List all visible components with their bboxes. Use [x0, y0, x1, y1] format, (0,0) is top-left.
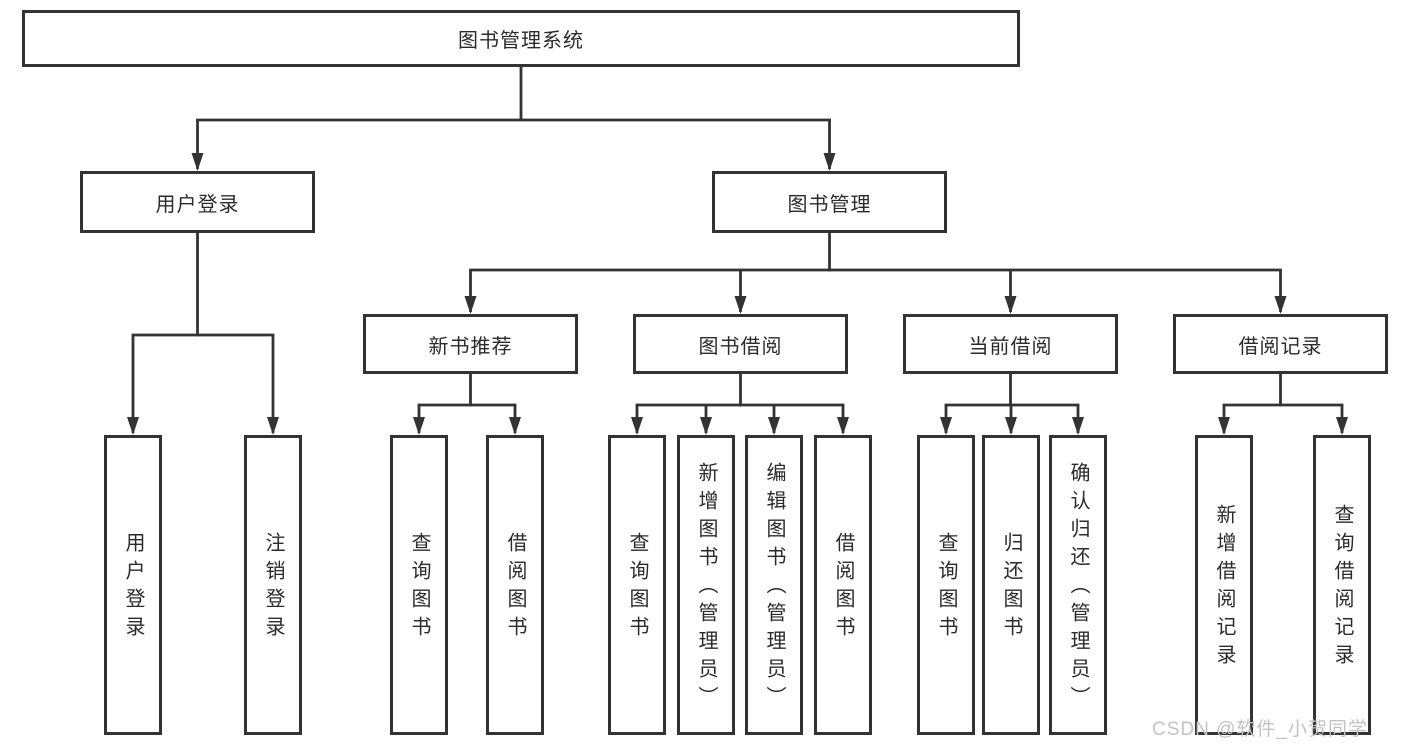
leaf-user-login: 用户登录	[104, 435, 162, 735]
leaf-borrow-books-recommend: 借阅图书	[486, 435, 544, 735]
leaf-return-books: 归还图书	[982, 435, 1040, 735]
leaf-confirm-return-admin: 确认归还（管理员）	[1049, 435, 1107, 735]
node-borrow-records: 借阅记录	[1173, 314, 1388, 374]
leaf-add-books-admin: 新增图书（管理员）	[677, 435, 735, 735]
leaf-query-books-current: 查询图书	[917, 435, 975, 735]
node-new-book-recommend: 新书推荐	[363, 314, 578, 374]
leaf-edit-books-admin: 编辑图书（管理员）	[745, 435, 803, 735]
node-root-system: 图书管理系统	[22, 10, 1020, 67]
leaf-add-borrow-record: 新增借阅记录	[1195, 435, 1253, 735]
leaf-query-books-recommend: 查询图书	[390, 435, 448, 735]
leaf-query-borrow-record: 查询借阅记录	[1313, 435, 1371, 735]
node-book-borrow: 图书借阅	[633, 314, 848, 374]
node-current-borrow: 当前借阅	[903, 314, 1118, 374]
leaf-logout: 注销登录	[244, 435, 302, 735]
leaf-borrow-books-borrow: 借阅图书	[814, 435, 872, 735]
leaf-query-books-borrow: 查询图书	[608, 435, 666, 735]
node-book-management: 图书管理	[712, 171, 947, 233]
node-user-login: 用户登录	[80, 171, 315, 233]
csdn-watermark: CSDN @软件_小贺同学	[1152, 719, 1368, 740]
